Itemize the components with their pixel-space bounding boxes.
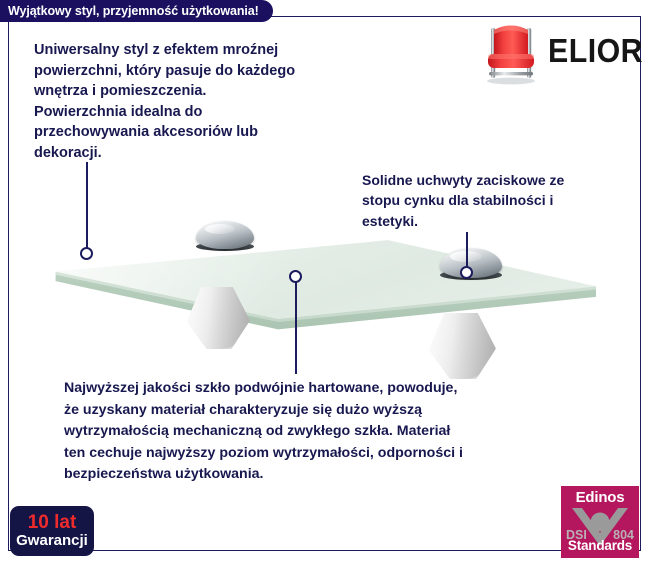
edinos-badge: Edinos DSI 804 Standards [561,486,639,558]
feature-text-style-line-5: przechowywania akcesoriów lub [34,124,259,141]
feature-text-style-line-6: dekoracji. [34,144,102,161]
edinos-left-code: DSI [566,528,587,542]
glass-shelf [18,237,596,342]
callout-line-right [466,232,468,274]
feature-text-glass-line-3: wytrzymałością mechaniczną od zwykłego s… [64,423,451,440]
feature-text-clamps: Solidne uchwyty zaciskowe ze stopu cynku… [362,170,630,231]
feature-text-style-line-3: wnętrza i pomieszczenia. [34,83,207,100]
feature-text-glass-line-1: Najwyższej jakości szkło podwójnie harto… [64,380,458,396]
banner-title: Wyjątkowy styl, przyjemność użytkowania! [8,4,259,18]
chrome-clamp-left [196,221,254,249]
callout-line-top-left [86,162,88,254]
header-banner: Wyjątkowy styl, przyjemność użytkowania! [0,0,273,22]
callout-line-bottom [295,280,297,374]
callout-marker-right [460,266,473,279]
feature-text-style-line-4: Powierzchnia idealna do [34,103,203,120]
brand-name: ELIOR [548,31,644,69]
feature-text-style-line-2: powierzchni, który pasuje do każdego [34,62,296,79]
warranty-years: 10 lat [27,512,77,534]
edinos-name: Edinos [575,489,625,506]
feature-text-clamps-line-1: Solidne uchwyty zaciskowe ze [362,172,565,188]
callout-marker-top-left [80,247,93,260]
product-image [0,215,650,390]
edinos-right-code: 804 [613,528,634,542]
edinos-checkmark-icon [569,506,631,555]
content-frame [8,16,641,551]
feature-text-style: Uniwersalny styl z efektem mroźnej powie… [34,40,364,163]
warranty-badge: 10 lat Gwarancji [10,506,94,556]
feature-text-glass: Najwyższej jakości szkło podwójnie harto… [64,378,604,486]
callout-marker-bottom [289,270,302,283]
feature-text-clamps-line-3: estetyki. [362,212,419,229]
feature-text-clamps-line-2: stopu cynku dla stabilności i [362,192,554,209]
red-chair-icon [480,14,542,86]
feature-text-glass-line-5: bezpieczeństwa użytkowania. [64,466,264,483]
feature-text-glass-line-2: że uzyskany materiał charakteryzuje się … [64,401,423,418]
feature-text-glass-line-4: ten cechuje najwyższy poziom wytrzymałoś… [64,444,463,461]
warranty-label: Gwarancji [16,532,88,550]
edinos-standards-label: Standards [567,538,633,553]
feature-text-style-line-1: Uniwersalny styl z efektem mroźnej [34,42,279,58]
brand-logo: ELIOR [480,14,644,86]
